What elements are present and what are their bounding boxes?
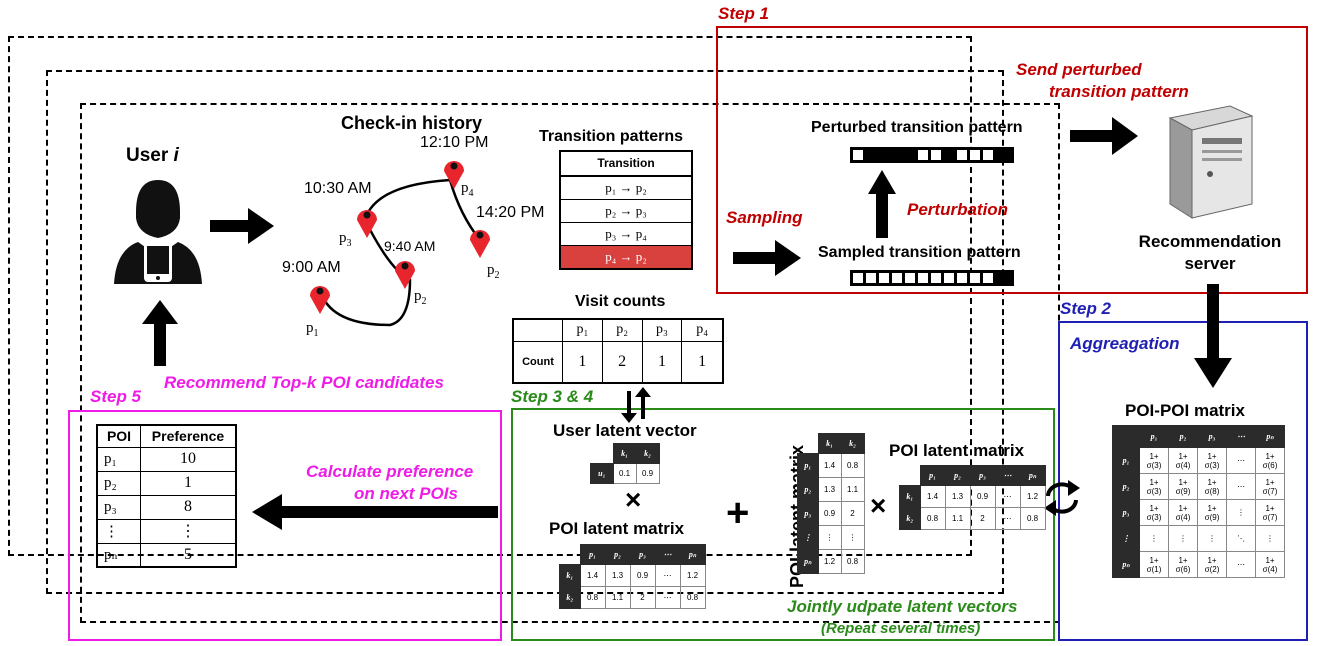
map-pin-icon <box>395 261 415 289</box>
poi-label: p2 <box>414 288 427 307</box>
multiply-symbol: × <box>870 490 887 521</box>
map-pin-icon <box>310 286 330 314</box>
user-icon <box>114 180 202 284</box>
map-pin-icon <box>357 210 377 238</box>
recommend-label: Recommend Top-k POI candidates <box>164 373 444 392</box>
arrow-calc <box>252 494 498 530</box>
poi-latent-title: POI latent matrix <box>549 519 685 538</box>
sampled-label: Sampled transition pattern <box>818 244 1021 261</box>
checkin-time: 9:00 AM <box>282 259 341 276</box>
step1-box <box>716 26 1308 294</box>
arrow-perturbation <box>868 170 896 238</box>
poi-poi-title: POI-POI matrix <box>1125 401 1245 420</box>
sync-icon <box>1044 480 1080 516</box>
map-pin-icon <box>470 230 490 258</box>
arrow-recommend <box>142 300 178 366</box>
calc-label-2: on next POIs <box>354 484 458 503</box>
sampling-label: Sampling <box>726 208 803 227</box>
checkin-title: Check-in history <box>341 113 483 133</box>
user-frame-middle <box>46 70 1004 594</box>
map-pin-icon <box>444 161 464 189</box>
send-label: Send perturbed <box>1016 60 1142 79</box>
step34-label: Step 3 & 4 <box>511 387 594 406</box>
step5-label: Step 5 <box>90 387 142 406</box>
transitions-header: Transition <box>561 152 691 177</box>
multiply-symbol: × <box>625 484 642 515</box>
poi-label: p2 <box>487 262 500 281</box>
perturbation-label: Perturbation <box>907 200 1009 219</box>
repeat-label: (Repeat several times) <box>821 620 981 637</box>
step2-box <box>1058 321 1308 641</box>
send-label-2: transition pattern <box>1049 82 1189 101</box>
step5-box <box>68 410 502 641</box>
poi-label: p4 <box>461 180 474 199</box>
poi-poi-matrix: p₁ p₂ p₃ ⋯ pₙ p₁ 1+ σ(3)1+ σ(4)1+ σ(3)⋯1… <box>1112 425 1285 578</box>
sync-icon <box>621 387 651 423</box>
visits-table: p₁ p₂ p₃ p₄ Count 1 2 1 1 <box>512 318 724 384</box>
checkin-time: 10:30 AM <box>304 180 372 197</box>
transition-row: p₃ → p₄ <box>561 223 691 246</box>
step34-box <box>511 408 1055 641</box>
perturbed-pattern-bar <box>850 147 1014 163</box>
plus-symbol: + <box>726 491 750 535</box>
arrow-server-to-aggregation <box>1194 284 1232 388</box>
server-label-2: server <box>1184 254 1236 273</box>
perturbed-label: Perturbed transition pattern <box>811 119 1023 136</box>
checkin-time: 12:10 PM <box>420 134 489 151</box>
step2-label: Step 2 <box>1060 299 1112 318</box>
server-label: Recommendation <box>1138 232 1282 251</box>
jointly-label: Jointly udpate latent vectors <box>787 597 1018 616</box>
calc-label: Calculate preference <box>306 462 474 481</box>
poi-label: p1 <box>306 320 319 339</box>
user-label: User i <box>126 145 179 166</box>
poi-label: p3 <box>339 230 352 249</box>
step1-label: Step 1 <box>718 4 770 23</box>
transition-row-highlighted: p₄ → p₂ <box>561 246 691 268</box>
server-icon <box>1168 105 1254 219</box>
visits-title: Visit counts <box>575 293 666 310</box>
poi-latent-title-2: POI latent matrix <box>889 441 1025 460</box>
aggregation-label: Aggreagation <box>1070 334 1180 353</box>
transition-row: p₁ → p₂ <box>561 177 691 200</box>
arrow-to-server <box>1070 117 1138 155</box>
arrow-user-to-history <box>210 208 274 244</box>
user-frame-back <box>8 36 972 556</box>
checkin-time: 9:40 AM <box>384 238 436 254</box>
checkin-time: 14:20 PM <box>476 204 545 221</box>
transition-row: p₂ → p₃ <box>561 200 691 223</box>
transitions-table: Transition p₁ → p₂ p₂ → p₃ p₃ → p₄ p₄ → … <box>559 150 693 270</box>
transitions-title: Transition patterns <box>539 128 684 145</box>
sampled-pattern-bar <box>850 270 1014 286</box>
user-latent-title: User latent vector <box>553 421 697 440</box>
user-latent-vector: k₁ k₂ u₁ 0.1 0.9 <box>590 443 660 484</box>
arrow-sampling <box>733 240 801 276</box>
